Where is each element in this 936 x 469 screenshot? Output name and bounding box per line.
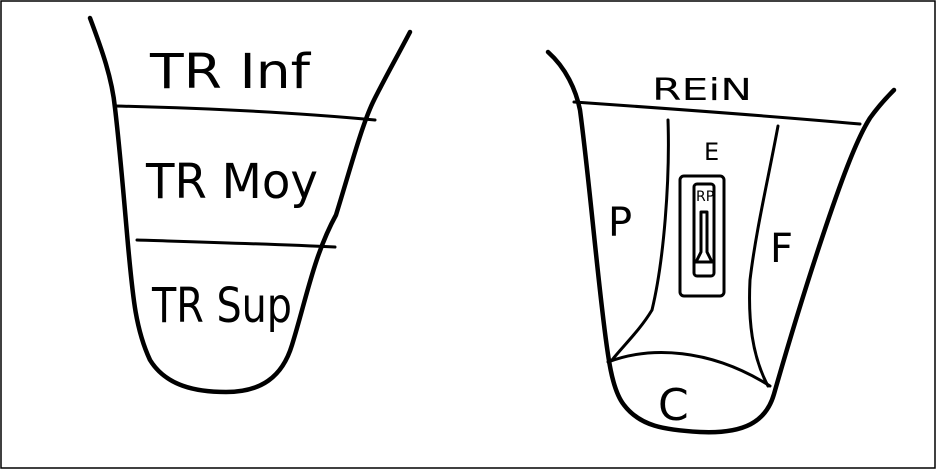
rp-key-shape [694,210,714,264]
region-label-rein: REiN [652,73,752,108]
right-top-boundary [572,100,862,126]
region-label-tr-inf: TR Inf [149,44,311,100]
rp-inner-box [692,182,716,278]
region-label-p: P [608,200,632,246]
rp-outer-box [678,174,726,298]
right-bottom-boundary [606,351,772,388]
region-label-tr-sup: TR Sup [151,278,292,334]
left-diagram: TR Inf TR Moy TR Sup [87,15,413,395]
left-cup-outline [87,15,413,395]
left-divider-lower [135,238,337,249]
region-label-rp: RP [696,189,714,205]
region-label-tr-moy: TR Moy [145,154,318,210]
region-label-c: C [658,380,689,431]
right-center-right-boundary [748,124,780,388]
right-center-left-boundary [610,118,670,362]
left-divider-upper [113,104,377,122]
right-cup-outline [545,49,897,435]
region-label-f: F [770,226,793,272]
region-label-e: E [704,138,719,166]
right-diagram: REiN E RP P F C [545,49,897,435]
